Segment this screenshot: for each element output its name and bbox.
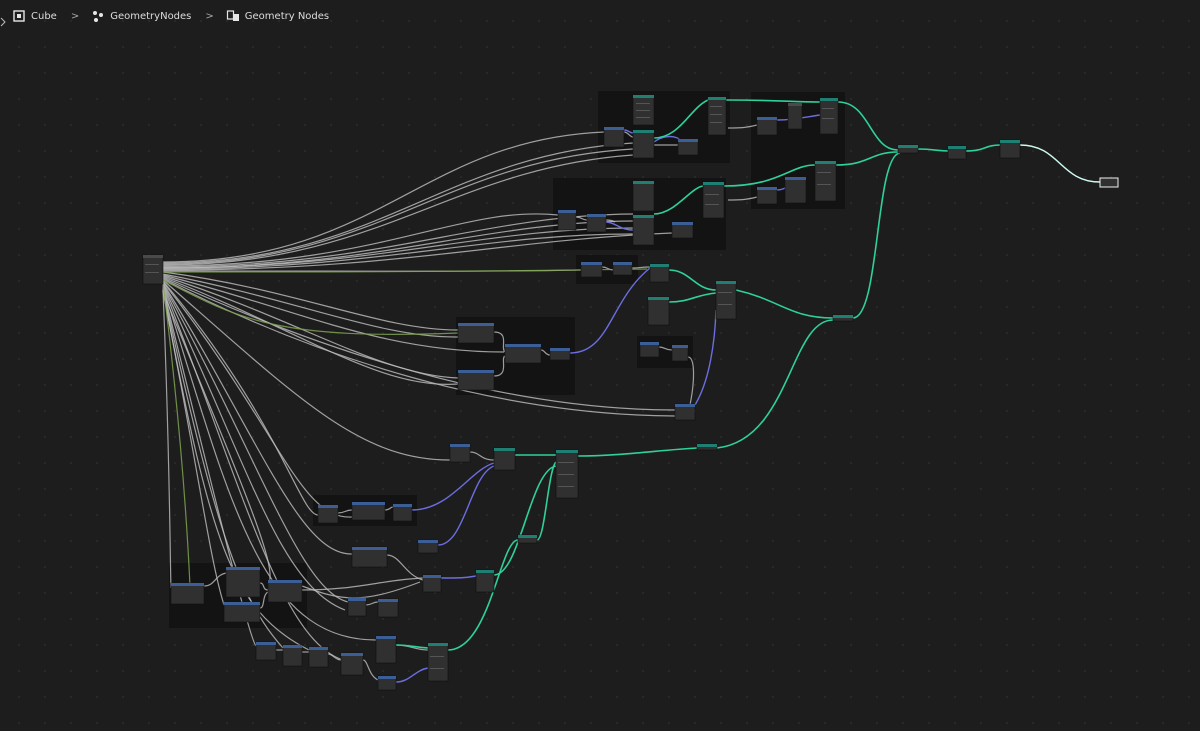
node[interactable] (999, 139, 1021, 159)
node[interactable] (756, 116, 778, 136)
node[interactable] (340, 652, 364, 676)
wire-bundle-geometry (395, 99, 1001, 651)
node[interactable] (647, 296, 670, 326)
panel-collapse-arrow-icon[interactable] (0, 17, 8, 27)
breadcrumb-label: Geometry Nodes (244, 10, 330, 22)
node[interactable] (632, 214, 655, 246)
node[interactable] (784, 176, 807, 204)
node[interactable] (612, 261, 633, 276)
node[interactable] (787, 102, 803, 130)
node[interactable] (225, 566, 261, 598)
breadcrumb-separator: > (205, 10, 214, 22)
node[interactable] (417, 539, 439, 554)
node[interactable] (457, 369, 495, 391)
node[interactable] (696, 443, 718, 451)
node[interactable] (223, 601, 261, 623)
node[interactable] (493, 447, 516, 471)
node[interactable] (375, 635, 397, 664)
node[interactable] (377, 598, 399, 618)
node[interactable] (422, 574, 442, 593)
node[interactable] (603, 126, 625, 148)
node[interactable] (347, 597, 367, 617)
node[interactable] (814, 160, 837, 202)
node[interactable] (377, 675, 397, 691)
breadcrumb-separator: > (70, 10, 80, 22)
node[interactable] (677, 138, 699, 156)
node[interactable] (674, 403, 696, 421)
node[interactable] (267, 579, 303, 603)
node[interactable] (504, 343, 542, 364)
node[interactable] (308, 646, 329, 668)
node[interactable] (671, 344, 689, 362)
node[interactable] (580, 261, 603, 278)
node-socket-lines (145, 103, 834, 669)
node[interactable] (756, 186, 778, 205)
node[interactable] (517, 534, 538, 544)
breadcrumb-item-geometrynodes[interactable]: GeometryNodes (91, 9, 191, 23)
node[interactable] (351, 546, 388, 568)
node[interactable] (832, 314, 854, 322)
node[interactable] (475, 569, 495, 593)
node[interactable] (317, 504, 339, 524)
node[interactable] (649, 263, 670, 283)
node[interactable] (671, 221, 694, 239)
breadcrumb: Cube > GeometryNodes > Geometry Nodes (0, 0, 329, 32)
node[interactable] (947, 145, 967, 160)
node-group-input[interactable] (142, 254, 164, 285)
node[interactable] (170, 582, 205, 605)
breadcrumb-item-cube[interactable]: Cube (12, 9, 57, 23)
node[interactable] (639, 341, 660, 358)
node[interactable] (351, 501, 386, 521)
breadcrumb-item-geometry-nodes[interactable]: Geometry Nodes (226, 9, 329, 23)
node[interactable] (557, 209, 577, 231)
node[interactable] (715, 280, 737, 320)
wire-output (1019, 144, 1101, 183)
wire-bundle-vector (395, 114, 821, 683)
node[interactable] (897, 144, 919, 154)
node[interactable] (702, 181, 725, 219)
node[interactable] (457, 322, 495, 344)
geometry-nodes-modifier-icon (93, 11, 104, 22)
node[interactable] (427, 642, 449, 682)
breadcrumb-label: Cube (31, 10, 57, 22)
node-group-output[interactable] (1099, 177, 1119, 188)
node[interactable] (632, 180, 655, 212)
node[interactable] (819, 97, 839, 135)
node[interactable] (586, 213, 607, 233)
node[interactable] (449, 443, 471, 463)
node[interactable] (282, 644, 303, 667)
node[interactable] (549, 347, 571, 361)
node[interactable] (632, 129, 655, 159)
node-tree-icon (226, 10, 239, 21)
breadcrumb-label: GeometryNodes (110, 10, 192, 22)
node[interactable] (392, 503, 413, 522)
node[interactable] (707, 96, 727, 136)
wire-bundle-float (162, 268, 648, 587)
node[interactable] (255, 641, 277, 661)
object-cube-icon (13, 10, 25, 22)
